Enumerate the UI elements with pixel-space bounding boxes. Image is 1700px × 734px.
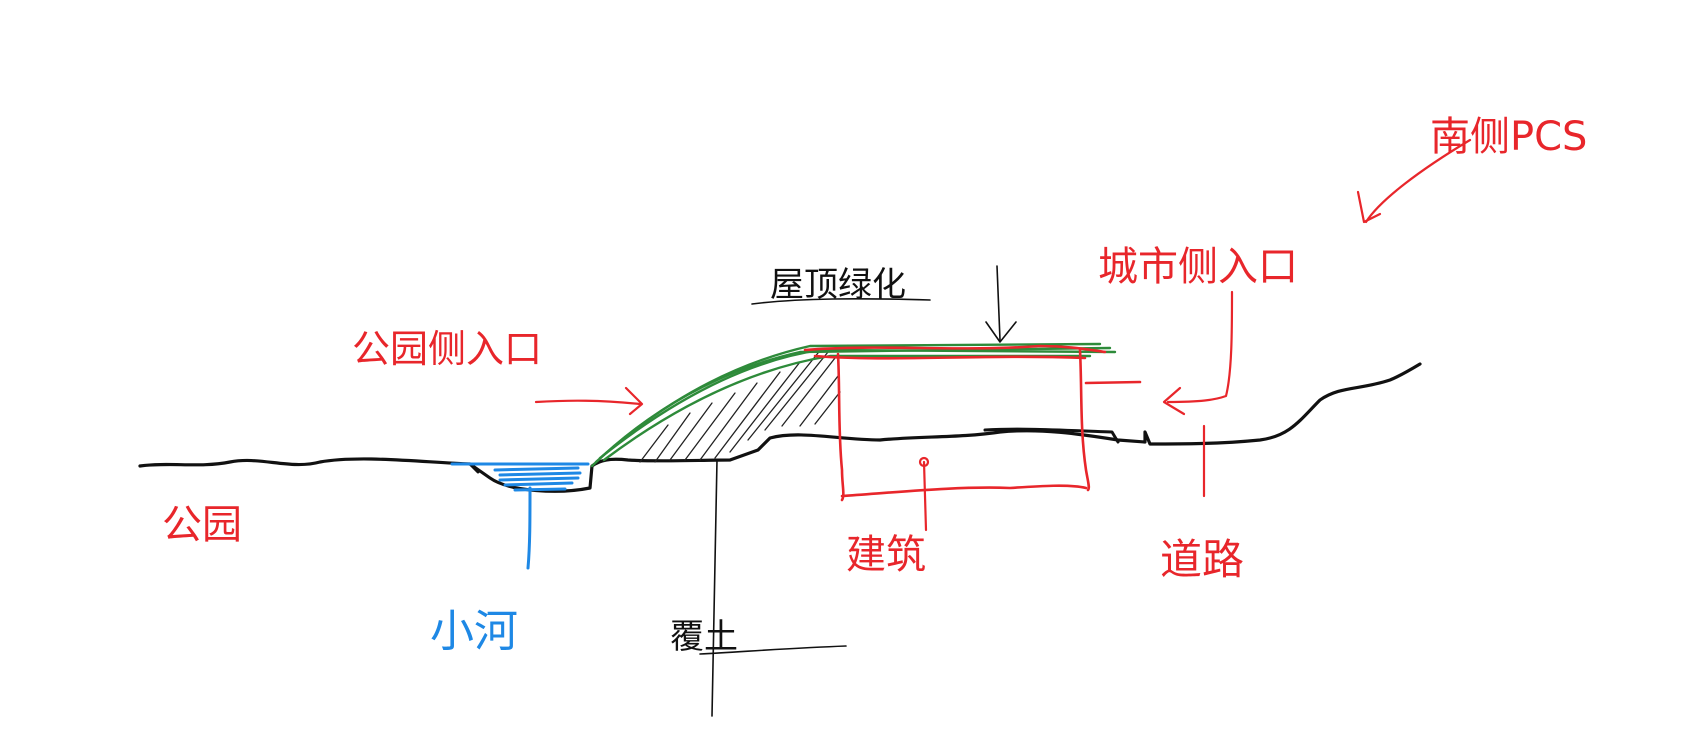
city-entrance-arrow bbox=[1166, 290, 1234, 404]
label-creek: 小河 bbox=[430, 606, 518, 657]
building-outline bbox=[803, 344, 1142, 502]
label-green-roof: 屋顶绿化 bbox=[770, 265, 906, 305]
building-leader bbox=[922, 460, 928, 532]
label-building: 建筑 bbox=[846, 532, 926, 578]
label-city-side-entrance: 城市侧入口 bbox=[1098, 244, 1298, 290]
black-leaders bbox=[699, 265, 1017, 717]
south-arrow bbox=[1364, 138, 1472, 224]
label-ground-level: 覆土 bbox=[670, 617, 738, 657]
label-south-side: 南侧PCS bbox=[1430, 114, 1587, 160]
ground-line-ext bbox=[983, 427, 1120, 444]
label-park: 公园 bbox=[162, 502, 242, 548]
creek-leader-line bbox=[526, 486, 532, 570]
annotation-arrows bbox=[534, 138, 1472, 532]
berm-hatching bbox=[639, 351, 841, 463]
green-roof-underline bbox=[751, 298, 931, 305]
ground-underline bbox=[699, 645, 847, 655]
green-roof-arrow bbox=[996, 265, 1001, 341]
green-roof bbox=[590, 342, 1117, 468]
ground-leader bbox=[711, 459, 718, 717]
label-road: 道路 bbox=[1160, 535, 1244, 584]
creek-water bbox=[450, 462, 590, 570]
ground-line bbox=[138, 362, 1422, 493]
label-park-side-entrance: 公园侧入口 bbox=[352, 327, 542, 371]
park-entrance-arrow bbox=[534, 399, 642, 406]
